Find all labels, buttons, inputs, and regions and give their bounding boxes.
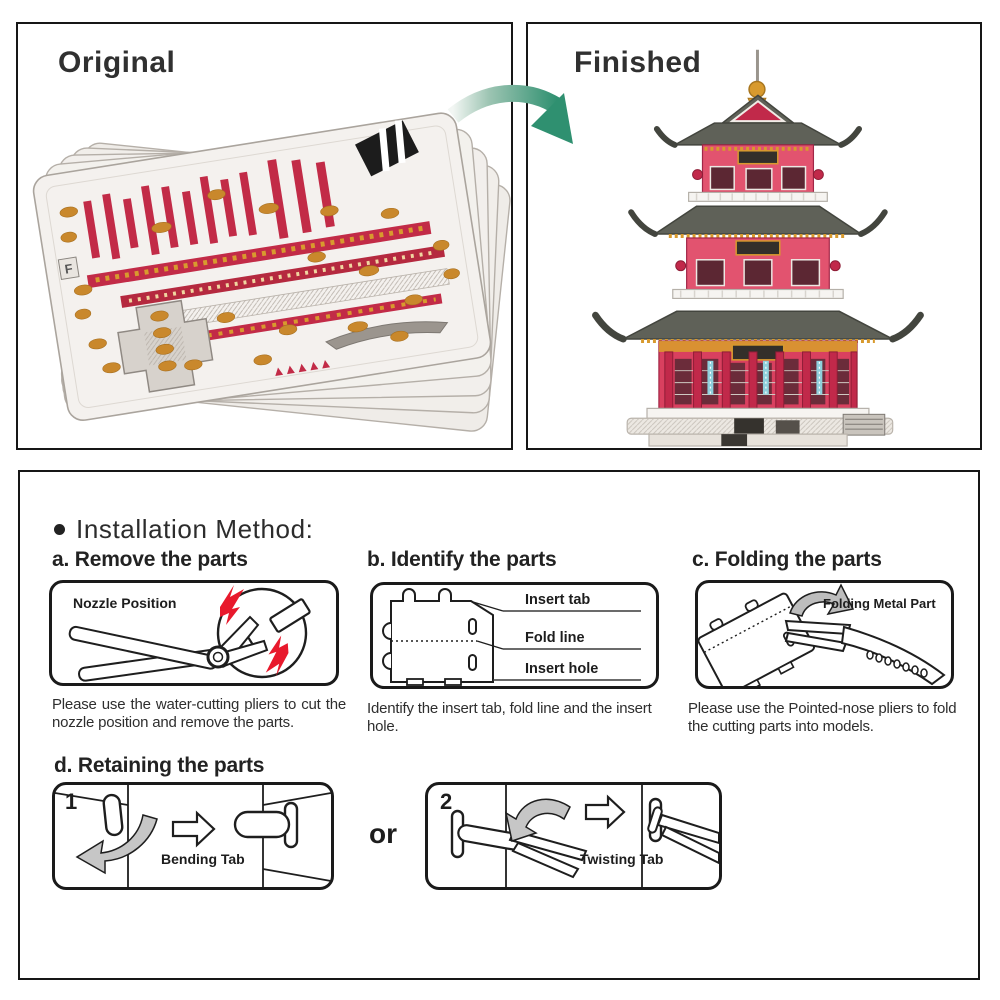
gold-ornaments [59, 189, 460, 374]
insert-hole-label: Insert hole [525, 661, 599, 677]
sheet-marker: F [64, 261, 74, 277]
bending-tab-diagram: 1 Bending Tab [52, 782, 334, 890]
fold-direction-arrow-icon [789, 583, 855, 617]
step-d-heading: d. Retaining the parts [54, 754, 265, 777]
installation-title: Installation Method: [54, 514, 313, 545]
step-b-caption: Identify the insert tab, fold line and t… [367, 700, 652, 735]
folding-metal-part-label: Folding Metal Part [823, 596, 936, 611]
fold-line-label: Fold line [525, 630, 585, 646]
step-b-heading: b. Identify the parts [367, 548, 557, 571]
finished-label: Finished [574, 46, 702, 79]
step-a-heading: a. Remove the parts [52, 548, 248, 571]
next-step-arrow-icon [171, 810, 216, 848]
bending-tab-label: Bending Tab [161, 851, 245, 867]
spark-icon [220, 585, 289, 676]
twisting-tab-illustration [450, 785, 719, 887]
installation-title-text: Installation Method: [76, 514, 314, 544]
transform-arrow-icon [445, 80, 585, 155]
nozzle-position-label: Nozzle Position [73, 595, 177, 611]
step-c-caption: Please use the Pointed-nose pliers to fo… [688, 700, 957, 735]
or-connector: or [369, 818, 397, 849]
next-step-arrow-icon [584, 794, 626, 830]
folding-pliers-illustration [698, 583, 946, 686]
twisting-tab-diagram: 2 Twisting Tab [425, 782, 722, 890]
option-2-number: 2 [440, 789, 453, 814]
finished-panel: Finished [526, 22, 982, 450]
installation-panel: Installation Method: a. Remove the parts… [18, 470, 980, 980]
step-a-caption: Please use the water-cutting pliers to c… [52, 696, 346, 731]
twisting-tab-label: Twisting Tab [580, 851, 664, 867]
bullet-icon [54, 524, 65, 535]
step-c-diagram: Folding Metal Part [695, 580, 954, 689]
pliers-cutting-illustration [68, 585, 311, 682]
step-b-diagram: Insert tab Fold line Insert hole [370, 582, 659, 689]
original-panel: F [16, 22, 513, 450]
metal-sheets-illustration: F [32, 112, 511, 432]
insert-tab-label: Insert tab [525, 592, 591, 608]
option-1-number: 1 [65, 789, 78, 814]
bending-tab-illustration [55, 785, 331, 887]
original-label: Original [58, 46, 176, 79]
bend-direction-arrow-icon [75, 814, 158, 875]
sheet-stack: F [32, 112, 511, 432]
step-c-heading: c. Folding the parts [692, 548, 882, 571]
twist-direction-arrow-icon [504, 798, 571, 842]
pagoda-model-illustration [592, 49, 924, 447]
part-identification-illustration [382, 588, 641, 686]
step-a-diagram: Nozzle Position [49, 580, 339, 686]
